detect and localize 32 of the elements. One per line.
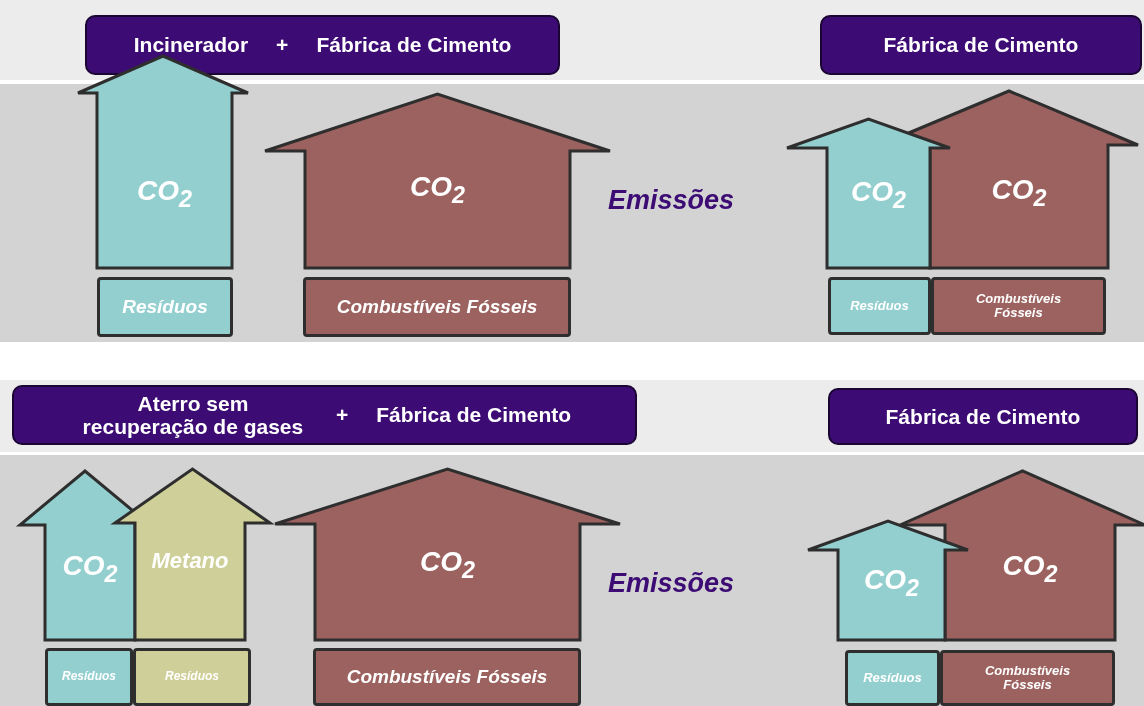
arrow-label: CO$_{2}$ — [990, 174, 1048, 212]
title-banner — [12, 385, 637, 445]
arrow-label: CO$_{2}$ — [136, 175, 193, 213]
source-box: Resíduos — [845, 650, 940, 706]
banner-text: Fábrica de Cimento — [316, 33, 512, 57]
arrow-label: CO$_{2}$ — [850, 176, 907, 214]
source-box: Combustíveis Fósseis — [931, 277, 1106, 335]
plus-sign: + — [335, 403, 349, 427]
banner-text: Fábrica de Cimento — [883, 33, 1079, 57]
source-box: Resíduos — [45, 648, 133, 706]
source-box: Resíduos — [97, 277, 233, 337]
arrow-label: CO$_{2}$ — [419, 546, 476, 584]
source-box: Combustíveis Fósseis — [313, 648, 581, 706]
title-banner — [820, 15, 1142, 75]
emission-heading: Emissões — [608, 568, 735, 599]
plus-sign: + — [276, 33, 289, 57]
source-box: Resíduos — [828, 277, 931, 335]
banner-text: Fábrica de Cimento — [376, 403, 572, 427]
arrow-label: CO$_{2}$ — [409, 171, 466, 209]
source-box: Combustíveis Fósseis — [303, 277, 571, 337]
banner-text: Incinerador — [133, 33, 249, 57]
arrow-label: CO$_{2}$ — [863, 564, 920, 602]
emission-heading: Emissões — [608, 185, 735, 216]
title-banner — [828, 388, 1138, 445]
arrow-label: Metano — [150, 548, 230, 574]
title-banner — [85, 15, 560, 75]
banner-text: Aterro sem recuperação de gases — [81, 391, 305, 439]
banner-text: Fábrica de Cimento — [885, 404, 1081, 429]
arrow-label: CO$_{2}$ — [61, 550, 119, 588]
arrow-label: CO$_{2}$ — [1001, 550, 1059, 588]
source-box: Resíduos — [133, 648, 251, 706]
source-box: Combustíveis Fósseis — [940, 650, 1115, 706]
